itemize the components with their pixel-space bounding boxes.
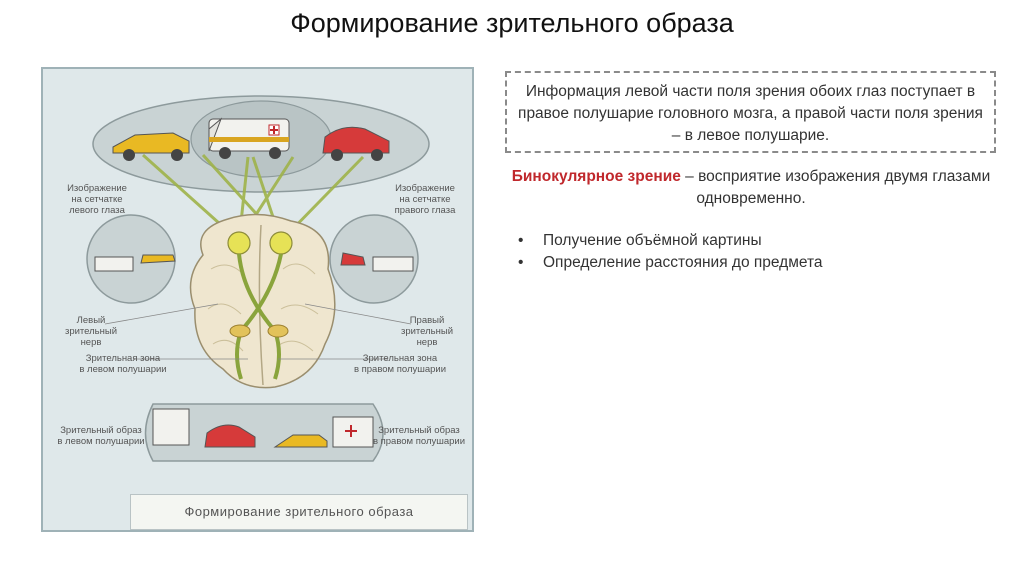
bullet-icon: • (518, 254, 524, 271)
label-right-image: Зрительный образ в правом полушарии (372, 425, 466, 447)
label-left-image: Зрительный образ в левом полушарии (57, 425, 145, 447)
bullet-list: • Получение объёмной картины • Определение… (518, 230, 823, 274)
label-left-zone: Зрительная зона в левом полушарии (79, 353, 167, 375)
bullet-icon: • (518, 232, 524, 249)
info-box: Информация левой части поля зрения обоих… (505, 71, 996, 153)
list-item: • Получение объёмной картины (518, 230, 823, 252)
list-item-text: Определение расстояния до предмета (543, 254, 823, 271)
left-eye-icon (227, 231, 251, 255)
label-right-retina: Изображение на сетчатке правого глаза (394, 183, 456, 216)
label-right-nerve: Правый зрительный нерв (400, 315, 454, 348)
label-right-zone: Зрительная зона в правом полушарии (353, 353, 447, 375)
vision-figure: Изображение на сетчатке левого глаза Изо… (41, 67, 474, 532)
yellow-car-icon (112, 132, 190, 161)
definition-term: Бинокулярное зрение (511, 168, 681, 185)
red-car-icon (322, 126, 390, 161)
list-item: • Определение расстояния до предмета (518, 252, 823, 274)
list-item-text: Получение объёмной картины (543, 232, 762, 249)
right-eye-icon (269, 231, 293, 255)
label-left-retina: Изображение на сетчатке левого глаза (67, 183, 127, 216)
definition-text: – восприятие изображения двумя глазами о… (680, 168, 991, 207)
vision-illustration (86, 95, 430, 462)
figure-caption: Формирование зрительного образа (130, 494, 468, 530)
label-left-nerve: Левый зрительный нерв (64, 315, 118, 348)
slide-title: Формирование зрительного образа (290, 8, 734, 38)
definition: Бинокулярное зрение – восприятие изображ… (506, 166, 996, 210)
ambulance-icon (208, 117, 290, 159)
